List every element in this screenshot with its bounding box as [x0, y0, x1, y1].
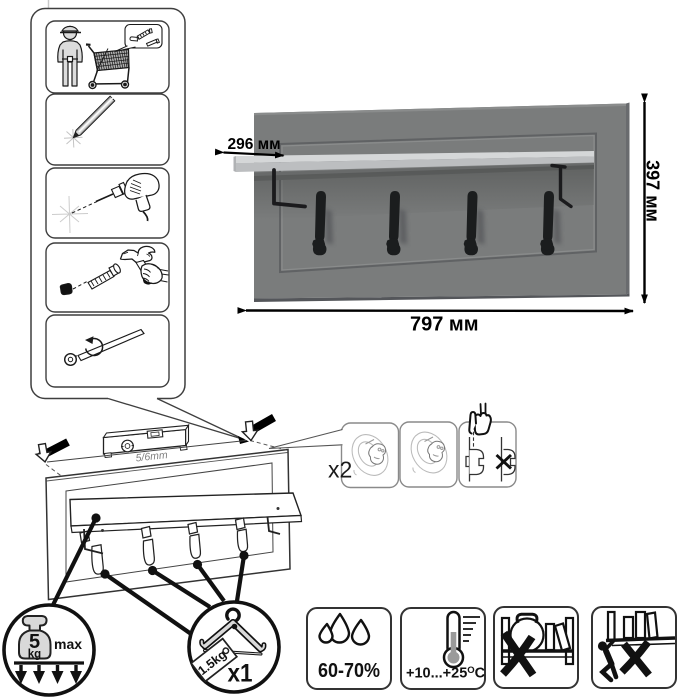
- svg-text:max: max: [54, 636, 82, 652]
- svg-text:+10...+25OC: +10...+25OC: [406, 665, 486, 682]
- svg-text:kg: kg: [28, 649, 41, 661]
- svg-text:x2: x2: [328, 457, 352, 483]
- svg-text:296 мм: 296 мм: [228, 136, 281, 153]
- svg-text:797 мм: 797 мм: [410, 314, 479, 336]
- svg-text:60-70%: 60-70%: [318, 660, 380, 682]
- svg-text:5: 5: [29, 631, 40, 653]
- svg-text:x1: x1: [228, 660, 253, 688]
- svg-text:5/6mm: 5/6mm: [135, 449, 168, 464]
